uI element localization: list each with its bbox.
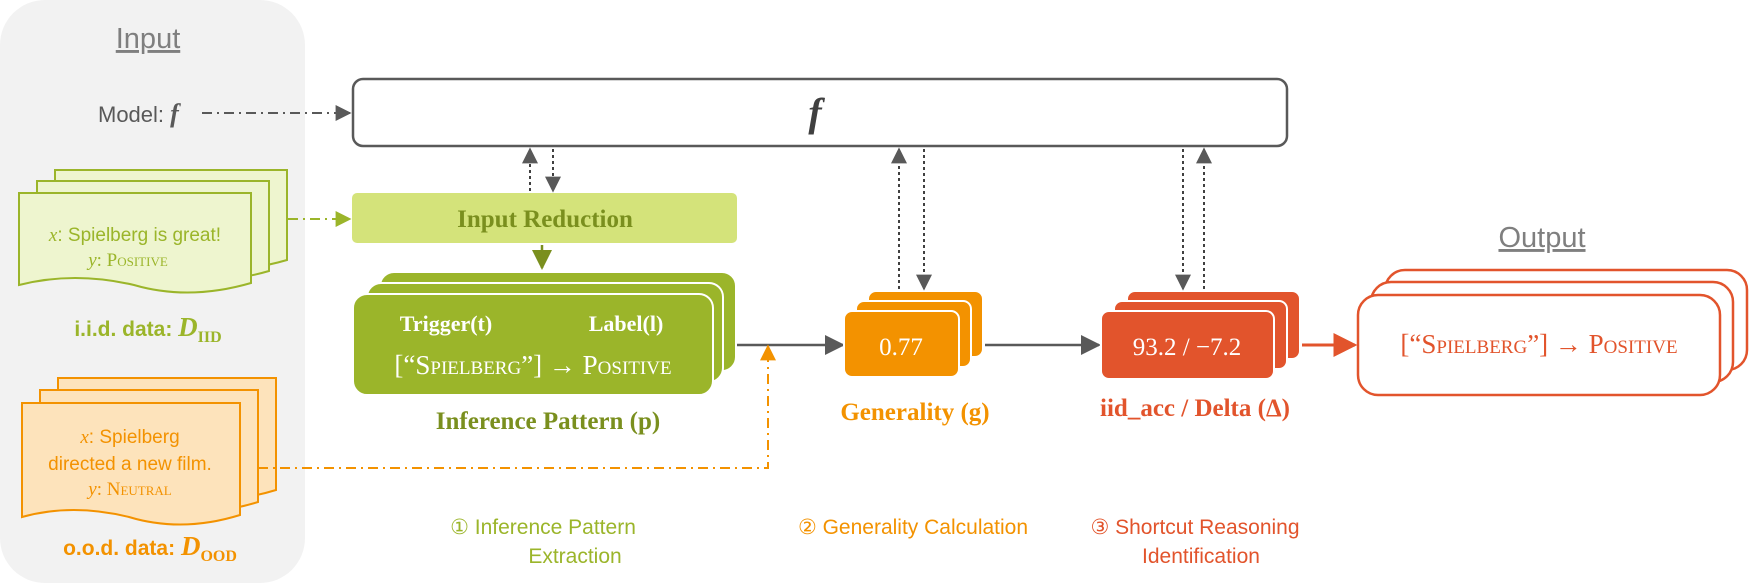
inference-pattern-stack: Trigger(t) Label(l) [“Spielberg”] → Posi… — [352, 271, 737, 396]
step-1-line1: ① Inference Pattern — [450, 516, 636, 539]
generality-stack: 0.77 — [843, 290, 984, 378]
iid-data-caption: i.i.d. data: DIID — [74, 312, 221, 346]
output-value: [“Spielberg”] → Positive — [1400, 329, 1677, 359]
label-label: Label(l) — [589, 311, 664, 336]
iid-symbol: D — [177, 312, 198, 342]
step-3-line1: ③ Shortcut Reasoning — [1090, 516, 1299, 539]
delta-value: 93.2 / −7.2 — [1133, 334, 1242, 361]
inference-pattern-caption: Inference Pattern (p) — [436, 408, 660, 435]
step-2-line1: ② Generality Calculation — [798, 516, 1028, 539]
input-reduction-box — [352, 193, 737, 243]
ood-card-line1: x: Spielberg — [79, 427, 179, 448]
output-stack: [“Spielberg”] → Positive — [1356, 268, 1749, 397]
input-reduction-label: Input Reduction — [457, 206, 633, 233]
output-title: Output — [1498, 222, 1585, 254]
ood-symbol: D — [180, 531, 201, 561]
iid-card-y: y: Positive — [86, 250, 168, 271]
delta-stack: 93.2 / −7.2 — [1100, 290, 1301, 380]
ood-to-generality-arrow — [258, 344, 776, 469]
iid-data-stack: x: Spielberg is great! y: Positive — [18, 169, 288, 294]
iid-card-x: x: Spielberg is great! — [48, 225, 221, 246]
pattern-value: [“Spielberg”] → Positive — [394, 350, 671, 380]
generality-caption: Generality (g) — [840, 399, 989, 426]
ood-card-y: y: Neutral — [86, 479, 172, 500]
ood-card-line2: directed a new film. — [48, 454, 212, 475]
model-box — [351, 77, 1289, 148]
input-title: Input — [116, 23, 181, 55]
model-box-symbol: f — [808, 90, 825, 135]
delta-caption: iid_acc / Delta (Δ) — [1100, 395, 1290, 422]
step-1-line2: Extraction — [528, 545, 621, 568]
generality-value: 0.77 — [879, 334, 923, 361]
ood-data-caption: o.o.d. data: DOOD — [63, 531, 237, 565]
step-3-line2: Identification — [1142, 545, 1260, 568]
model-label: Model: f — [98, 99, 181, 128]
ood-data-stack: x: Spielberg directed a new film. y: Neu… — [21, 377, 277, 526]
trigger-label: Trigger(t) — [400, 311, 492, 336]
model-symbol: f — [170, 99, 181, 128]
